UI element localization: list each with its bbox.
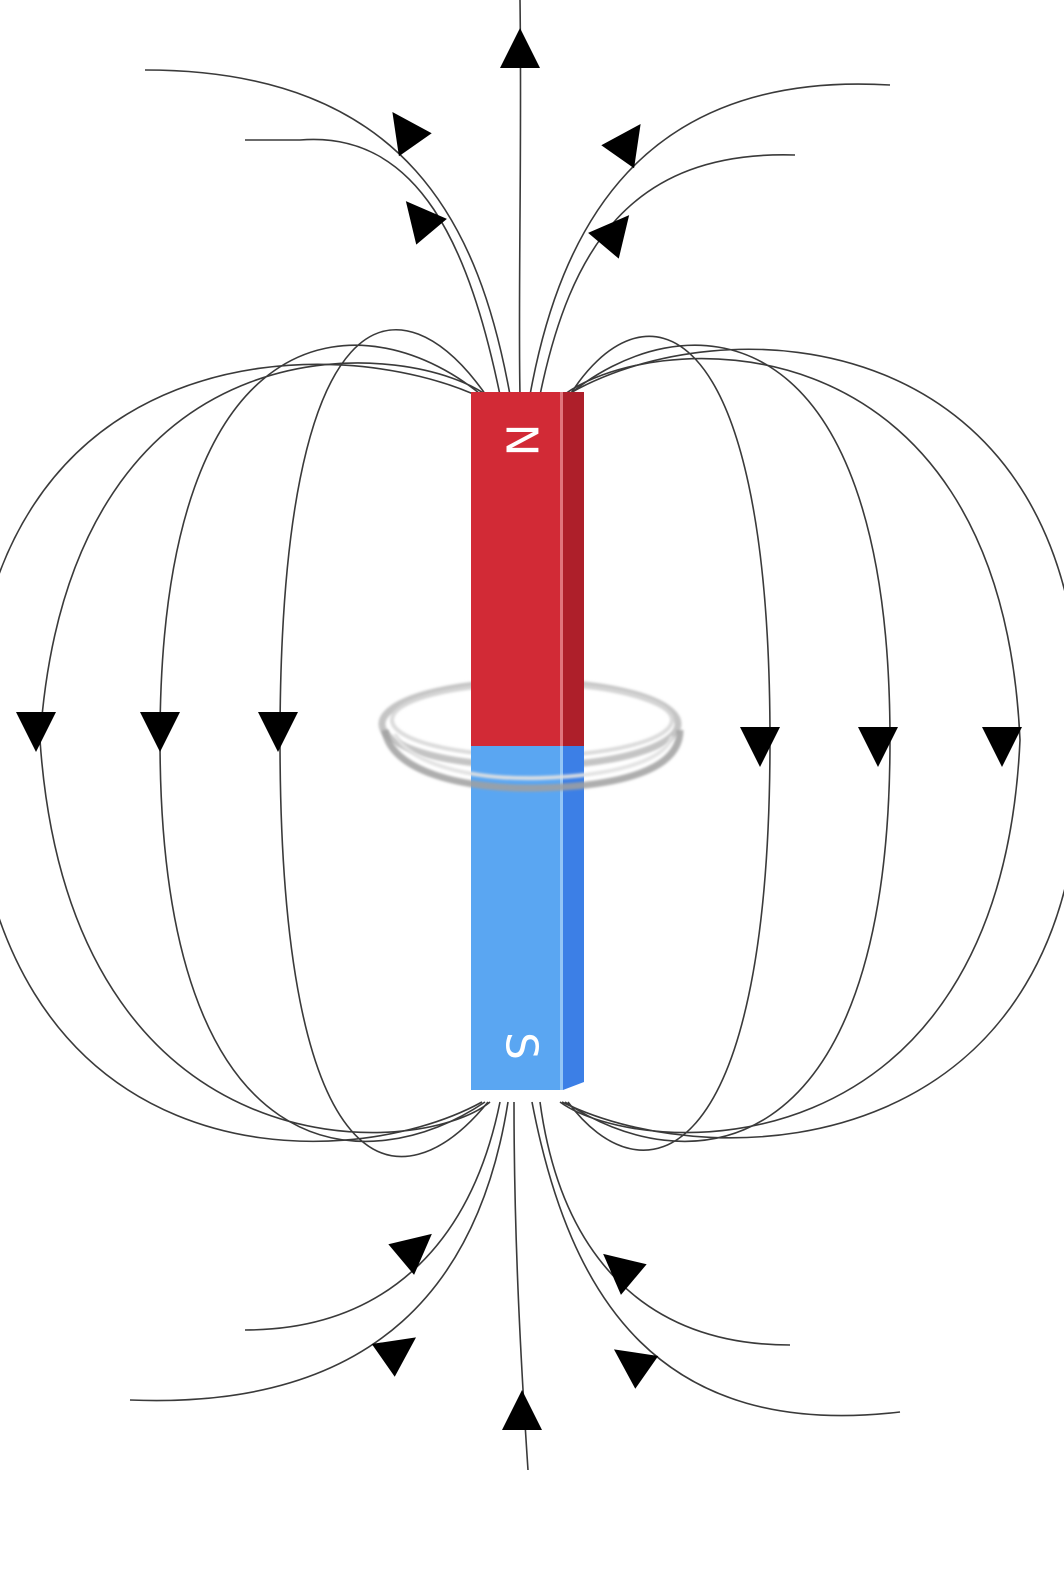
north-pole-face [471, 392, 563, 746]
field-direction-arrows [16, 28, 1022, 1430]
field-arrow-head [613, 1349, 659, 1389]
field-arrow-head [588, 215, 630, 259]
field-loop-left-1 [0, 363, 483, 1143]
field-arrow-head [603, 1253, 647, 1295]
south-pole-side [563, 746, 584, 1082]
field-arrow-head [982, 727, 1022, 767]
field-arrow-head [16, 712, 56, 752]
south-pole-label: S [496, 1032, 547, 1060]
field-arrow-head [392, 111, 432, 157]
field-loop-right-1 [561, 348, 1064, 1139]
field-arrow-head [371, 1337, 417, 1377]
field-arrow-head [601, 123, 641, 169]
field-loop-right-4 [559, 357, 1021, 1134]
field-loop-left-3 [279, 328, 489, 1158]
bar-magnet: N S [471, 392, 584, 1090]
field-open-south-right-1 [539, 1101, 791, 1346]
field-open-north-right-2 [529, 83, 891, 396]
south-pole-side-bottom [563, 1082, 584, 1090]
field-arrow-head [140, 712, 180, 752]
field-open-north-right-1 [539, 154, 796, 396]
field-open-north-left-2 [144, 69, 511, 396]
field-arrow-head [858, 727, 898, 767]
field-open-north-left-1 [245, 138, 501, 396]
field-arrow-head [500, 28, 540, 68]
field-open-south-right-2 [531, 1101, 901, 1417]
field-loop-right-2 [564, 344, 891, 1143]
north-pole-label: N [496, 424, 547, 457]
field-arrow-head [258, 712, 298, 752]
field-arrow-head [388, 1233, 432, 1275]
north-pole-side [563, 392, 584, 746]
field-open-south-left-2 [129, 1101, 509, 1402]
south-pole-face [471, 746, 563, 1090]
field-arrow-head [405, 201, 447, 245]
field-loop-left-4 [39, 362, 491, 1134]
field-arrow-head [740, 727, 780, 767]
field-loop-left-2 [159, 344, 486, 1143]
field-arrow-head [502, 1390, 542, 1430]
magnet-edge-highlight [560, 392, 563, 1090]
swirl-ring-front [381, 729, 684, 792]
